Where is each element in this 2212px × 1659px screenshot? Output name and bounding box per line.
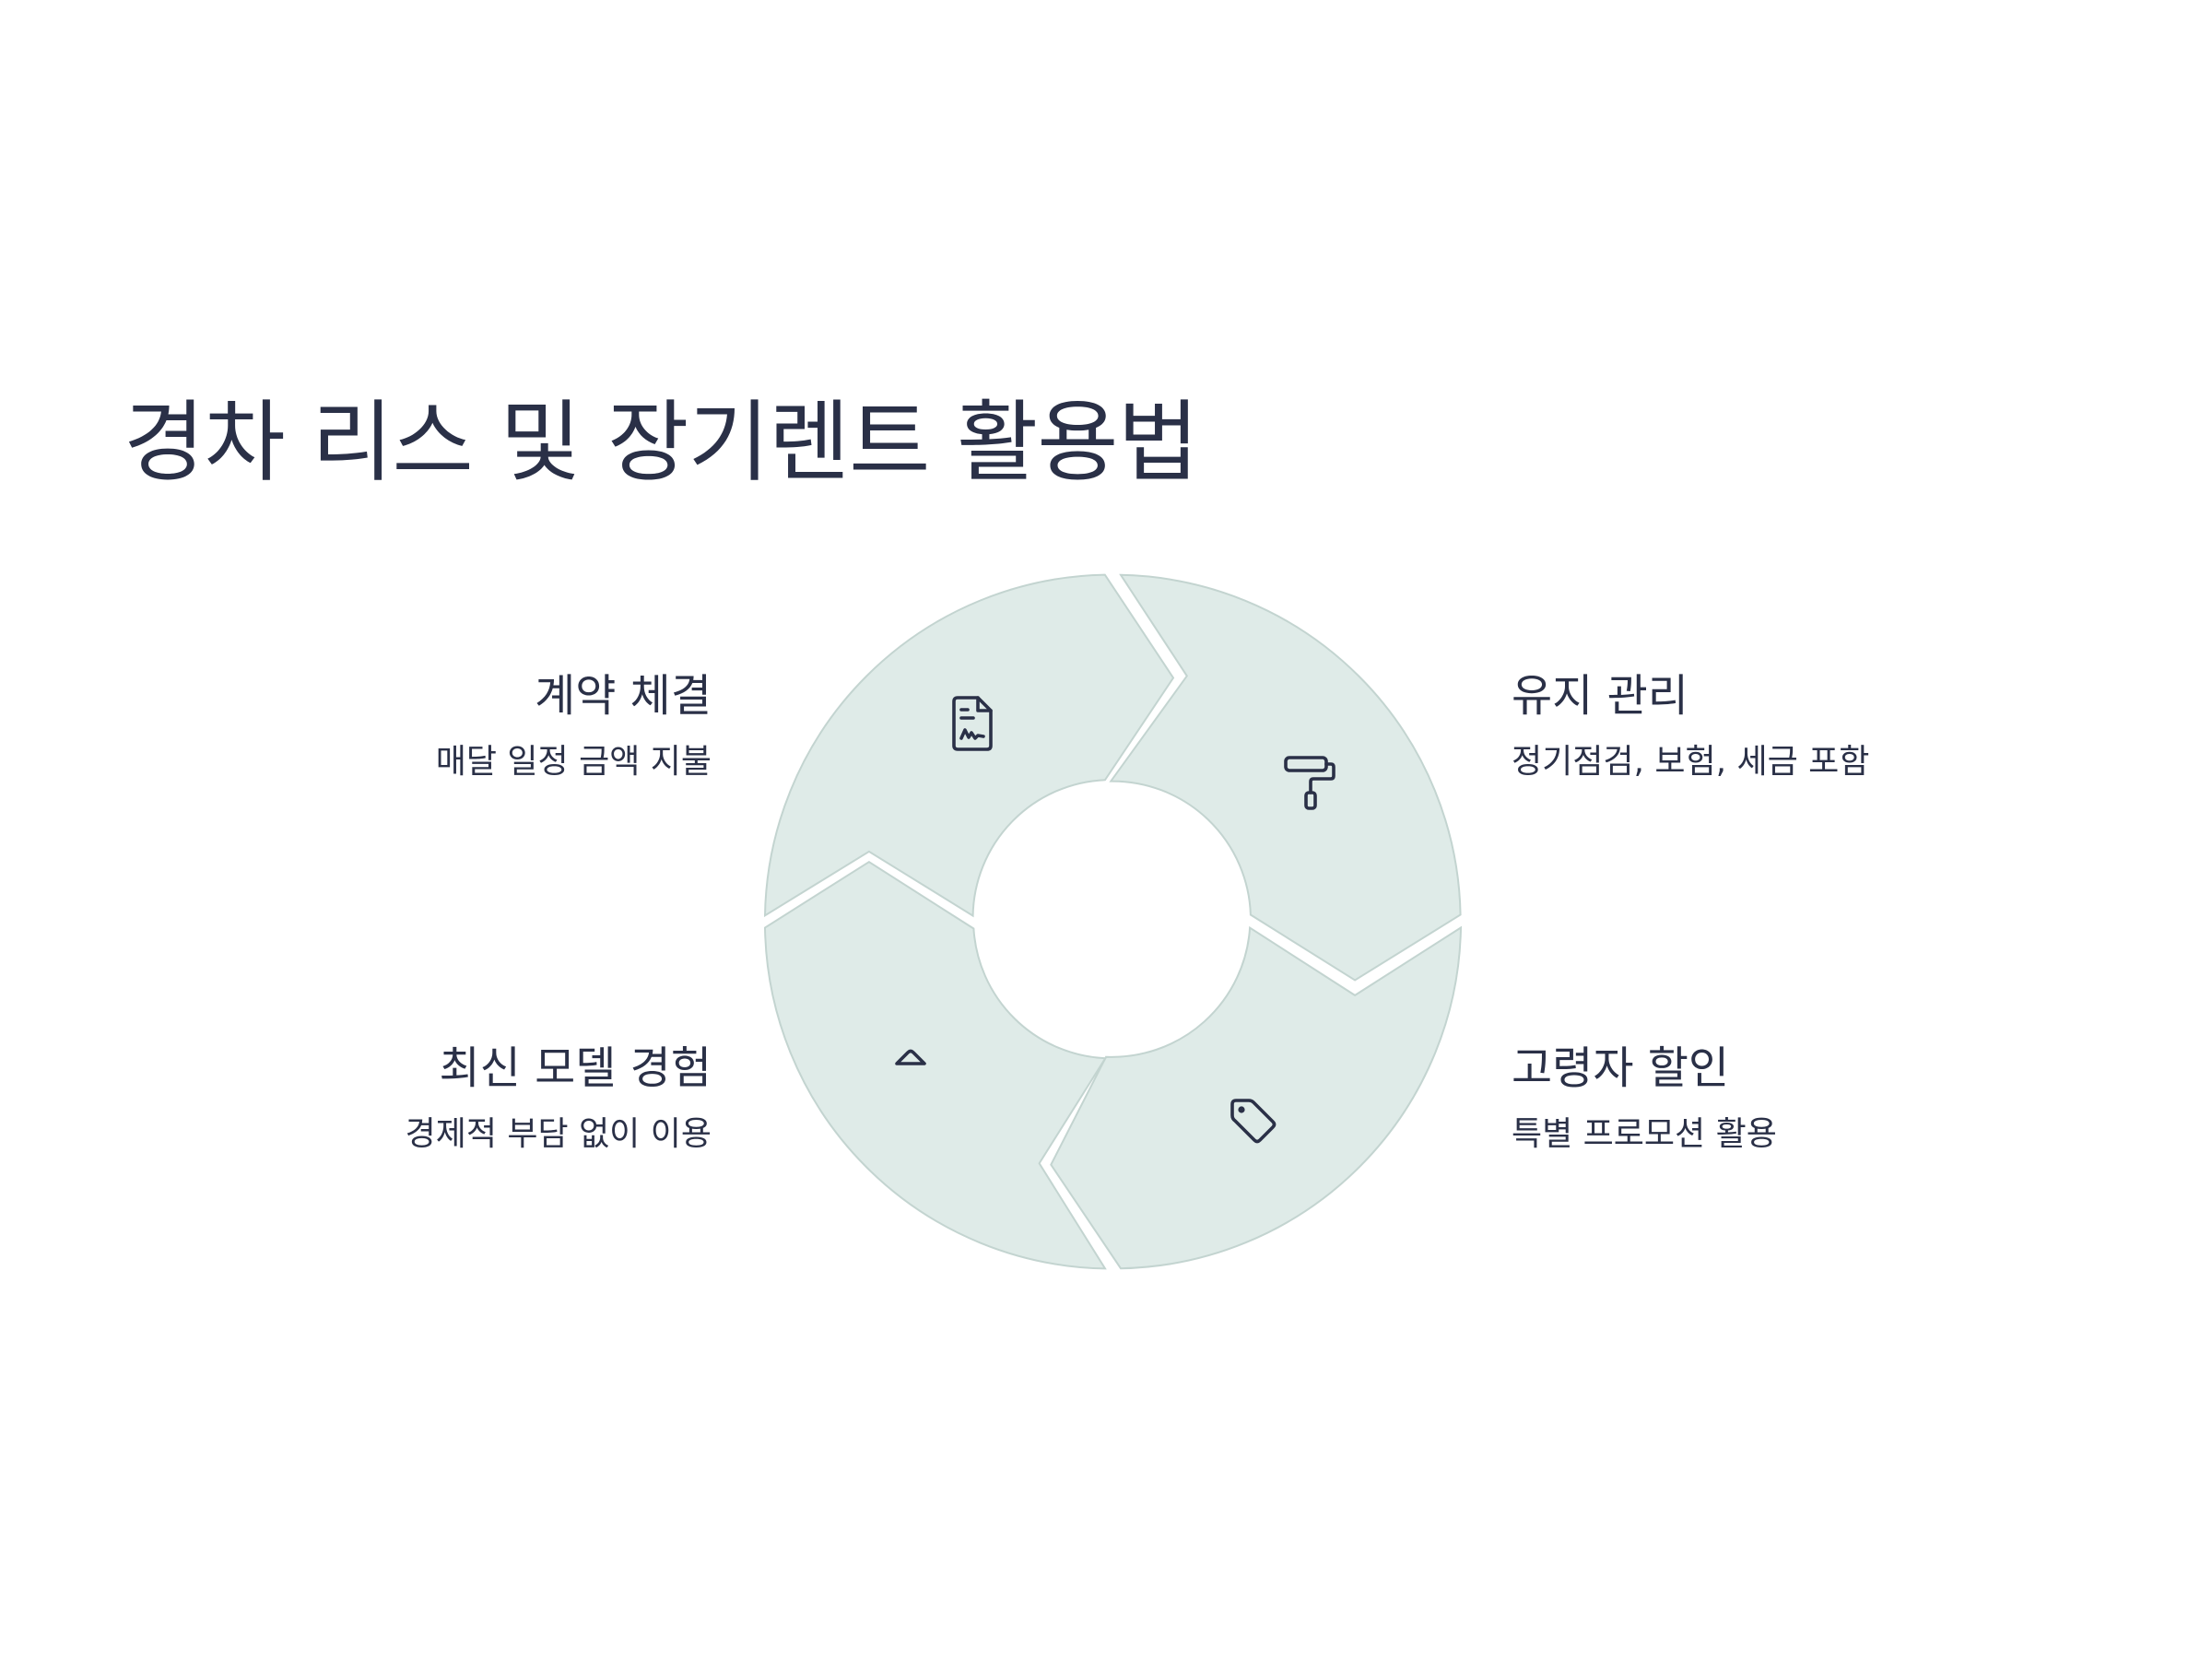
price-tag-icon (1230, 1099, 1277, 1144)
step-description: 특별 프로모션 활용 (1512, 1114, 1777, 1153)
step-title: 유지 관리 (1512, 670, 1688, 722)
cycle-segment-contract (763, 573, 1175, 918)
cycle-segment-senior-discount (1050, 925, 1463, 1270)
step-maintenance: 유지 관리 정기점검, 보험, 세금 포함 (1512, 670, 2028, 782)
step-senior-discount: 고령자 할인 특별 프로모션 활용 (1512, 1042, 2028, 1154)
signed-document-icon (952, 696, 993, 751)
step-title: 계약 체결 (535, 670, 712, 722)
step-title: 고령자 할인 (1512, 1042, 1730, 1094)
step-description: 매달 일정 금액 지불 (435, 742, 712, 781)
step-contract: 계약 체결 매달 일정 금액 지불 (195, 670, 712, 782)
step-latest-model: 최신 모델 경험 경제적 부담 없이 이용 (195, 1042, 712, 1154)
chevron-up-icon (895, 1049, 926, 1065)
step-description: 정기점검, 보험, 세금 포함 (1512, 742, 1870, 781)
paint-roller-icon (1284, 756, 1335, 810)
cycle-segment-maintenance (1109, 573, 1462, 982)
step-title: 최신 모델 경험 (439, 1042, 712, 1094)
step-description: 경제적 부담 없이 이용 (405, 1114, 712, 1153)
cycle-segment-latest-model (763, 861, 1108, 1270)
page-title: 경차 리스 및 장기렌트 활용법 (124, 391, 1199, 494)
